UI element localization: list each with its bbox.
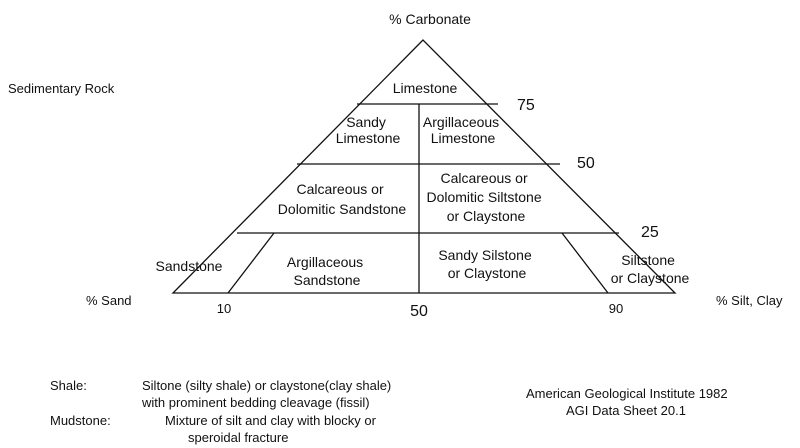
shale-definition-line-1: Siltone (silty shale) or claystone(clay … xyxy=(142,378,392,393)
region-argillaceous-sandstone: Argillaceous Sandstone xyxy=(287,254,367,288)
region-sandy-limestone: Sandy Limestone xyxy=(336,114,401,146)
region-calcareous-siltstone: Calcareous or Dolomitic Siltstone or Cla… xyxy=(426,170,545,224)
region-argillaceous-limestone: Argillaceous Limestone xyxy=(423,114,503,146)
tick-25: 25 xyxy=(641,224,659,241)
tick-10: 10 xyxy=(217,301,231,316)
line-10-sand xyxy=(227,232,275,294)
tick-50-bottom: 50 xyxy=(410,303,428,320)
shale-term: Shale: xyxy=(50,378,87,393)
source-line-2: AGI Data Sheet 20.1 xyxy=(566,403,686,418)
mudstone-term: Mudstone: xyxy=(50,413,111,428)
tick-90: 90 xyxy=(609,301,623,316)
shale-definition-line-2: with prominent bedding cleavage (fissil) xyxy=(142,395,370,410)
region-calcareous-sandstone: Calcareous or Dolomitic Sandstone xyxy=(278,181,407,217)
source-line-1: American Geological Institute 1982 xyxy=(526,386,728,401)
ternary-triangle-outline xyxy=(171,39,677,294)
region-limestone: Limestone xyxy=(393,80,458,96)
corner-sand-label: % Sand xyxy=(86,293,132,308)
region-siltstone: Siltstone or Claystone xyxy=(611,252,690,286)
line-90-silt xyxy=(561,232,609,294)
mudstone-definition-line-2: speroidal fracture xyxy=(188,430,289,445)
tick-50-side: 50 xyxy=(577,155,595,172)
region-sandy-siltstone: Sandy Silstone or Claystone xyxy=(438,247,535,281)
apex-carbonate-label: % Carbonate xyxy=(389,11,471,27)
region-sandstone: Sandstone xyxy=(156,258,223,274)
corner-silt-clay-label: % Silt, Clay xyxy=(716,293,783,308)
mudstone-definition-line-1: Mixture of silt and clay with blocky or xyxy=(165,413,376,428)
tick-75: 75 xyxy=(517,97,535,114)
sedimentary-rock-label: Sedimentary Rock xyxy=(8,81,115,96)
